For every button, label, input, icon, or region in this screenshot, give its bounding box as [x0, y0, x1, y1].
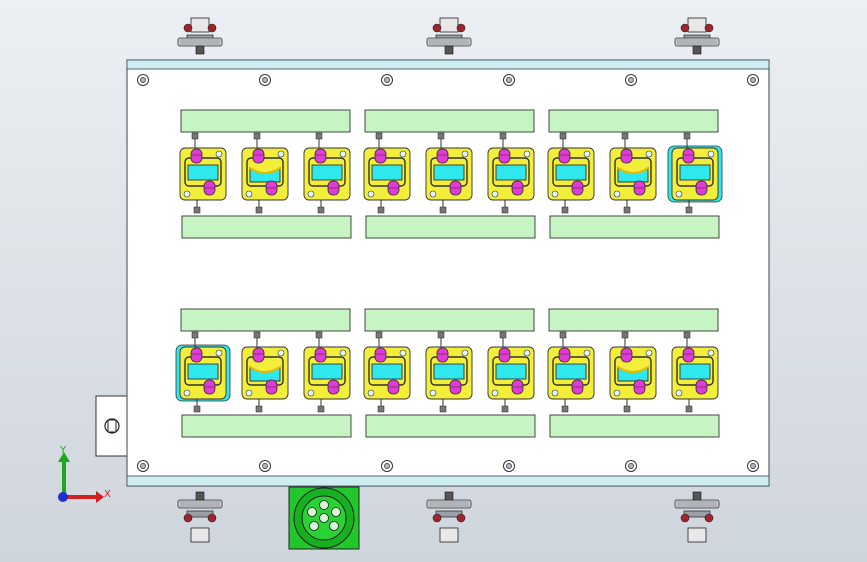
fixture-cell [241, 331, 289, 413]
mounting-hole [747, 74, 759, 86]
mounting-hole [747, 460, 759, 472]
y-axis-label: Y [59, 445, 67, 456]
top-clamp [426, 17, 472, 55]
bottom-clamp [674, 491, 720, 543]
bottom-bar [181, 215, 352, 239]
top-bar [364, 109, 535, 133]
module-group [547, 308, 720, 438]
fixture-cell [609, 331, 657, 413]
x-axis-label: X [104, 489, 111, 500]
fixture-cell [241, 132, 289, 214]
bottom-bar [549, 414, 720, 438]
fixture-cell [179, 132, 227, 214]
fixture-cell [547, 132, 595, 214]
fixture-cell [609, 132, 657, 214]
module-group [175, 308, 352, 438]
bottom-clamp [177, 491, 223, 543]
bottom-rail [126, 475, 770, 487]
mounting-hole [137, 74, 149, 86]
mounting-hole [503, 460, 515, 472]
fixture-cell [487, 132, 535, 214]
fixture-cell [425, 331, 473, 413]
circular-connector [288, 486, 360, 550]
mounting-hole [625, 460, 637, 472]
mounting-hole [503, 74, 515, 86]
mounting-hole [259, 74, 271, 86]
bottom-bar [181, 414, 352, 438]
fixture-cell [671, 331, 719, 413]
top-bar [364, 308, 535, 332]
fixture-cell [487, 331, 535, 413]
fixture-cell [667, 132, 723, 214]
top-clamp [674, 17, 720, 55]
bottom-clamp [426, 491, 472, 543]
bottom-bar [365, 414, 536, 438]
connector-pin [309, 521, 319, 531]
fixture-cell [303, 132, 351, 214]
fixture-cell [175, 331, 231, 413]
top-bar [180, 109, 351, 133]
connector-pin [319, 500, 329, 510]
top-bar [548, 109, 719, 133]
fixture-cell [363, 331, 411, 413]
module-group [363, 308, 536, 438]
connector-pin [319, 513, 329, 523]
top-bar [548, 308, 719, 332]
fixture-cell [425, 132, 473, 214]
top-rail [126, 59, 770, 70]
module-group [179, 109, 352, 239]
connector-pin [307, 507, 317, 517]
fixture-cell [363, 132, 411, 214]
connector-pin [329, 521, 339, 531]
module-group [547, 109, 723, 239]
mounting-hole [381, 460, 393, 472]
bottom-bar [549, 215, 720, 239]
module-group [363, 109, 536, 239]
mounting-hole [137, 460, 149, 472]
fixture-cell [303, 331, 351, 413]
connector-pin [331, 507, 341, 517]
bottom-bar [365, 215, 536, 239]
coordinate-triad: XY [58, 445, 111, 505]
mounting-hole [625, 74, 637, 86]
mounting-hole [381, 74, 393, 86]
fixture-cell [547, 331, 595, 413]
mounting-hole [259, 460, 271, 472]
side-mount-tab [95, 395, 129, 457]
top-bar [180, 308, 351, 332]
top-clamp [177, 17, 223, 55]
